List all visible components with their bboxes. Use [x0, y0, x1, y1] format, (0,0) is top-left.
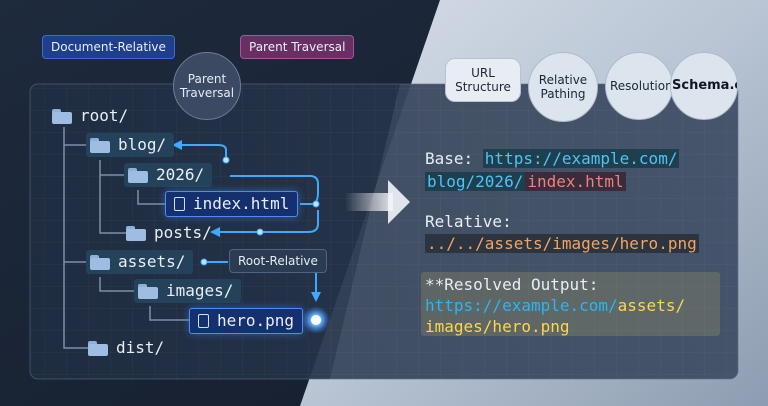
parent-traversal-bubble: Parent Traversal: [173, 52, 241, 120]
folder-icon: [88, 340, 108, 356]
base-url-host: https://example.com/: [482, 149, 680, 168]
file-icon: [174, 197, 185, 211]
folder-icon: [138, 283, 158, 299]
folder-label: 2026/: [156, 165, 205, 184]
file-label: index.html: [193, 194, 290, 213]
folder-label: assets/: [118, 252, 186, 271]
tree-folder-2026: 2026/: [124, 163, 213, 187]
parent-traversal-pill: Parent Traversal: [240, 35, 355, 59]
base-line-2: blog/2026/index.html: [425, 170, 626, 194]
base-url-file: index.html: [525, 172, 626, 191]
tree-folder-assets: assets/: [86, 250, 194, 274]
folder-label: root/: [80, 106, 129, 125]
resolved-line-2: images/hero.png: [425, 315, 570, 339]
file-icon: [198, 314, 209, 328]
relative-label: Relative:: [425, 212, 512, 231]
resolved-output-box: [421, 272, 720, 336]
resolved-label: **Resolved Output:: [425, 275, 599, 294]
resolved-url-file: images/hero.png: [425, 317, 570, 336]
base-line-1: Base: https://example.com/: [425, 147, 680, 171]
base-url-path: blog/2026/: [425, 172, 526, 191]
folder-icon: [90, 254, 110, 270]
arrow-right-icon: [345, 180, 410, 224]
tree-folder-dist: dist/: [88, 336, 164, 360]
file-label: hero.png: [217, 311, 295, 330]
tree-folder-blog: blog/: [86, 133, 175, 157]
resolution-bubble: Resolution: [605, 52, 673, 120]
tree-file-index: index.html: [165, 191, 299, 217]
tree-folder-images: images/: [134, 279, 242, 303]
folder-label: posts/: [154, 223, 212, 242]
root-relative-label: Root-Relative: [229, 249, 327, 273]
folder-icon: [126, 225, 146, 241]
resolved-url-host: https://example.com/: [425, 296, 618, 315]
resolved-url-dir: assets/: [617, 296, 686, 315]
folder-label: dist/: [116, 338, 165, 357]
relative-line: ../../assets/images/hero.png: [425, 232, 699, 256]
folder-icon: [128, 167, 148, 183]
base-label: Base:: [425, 149, 483, 168]
url-structure-bubble: URL Structure: [445, 58, 521, 102]
resolved-line-1: https://example.com/assets/: [425, 294, 685, 318]
tree-file-hero: hero.png: [189, 308, 304, 334]
document-relative-pill: Document-Relative: [42, 35, 175, 59]
relative-path: ../../assets/images/hero.png: [425, 234, 699, 253]
folder-icon: [52, 108, 72, 124]
schema-org-bubble: Schema.org: [670, 52, 738, 120]
tree-folder-posts: posts/: [126, 221, 212, 245]
folder-icon: [90, 137, 110, 153]
folder-label: images/: [166, 281, 234, 300]
tree-folder-root: root/: [52, 104, 128, 128]
folder-label: blog/: [118, 135, 167, 154]
relative-pathing-bubble: Relative Pathing: [528, 52, 598, 122]
